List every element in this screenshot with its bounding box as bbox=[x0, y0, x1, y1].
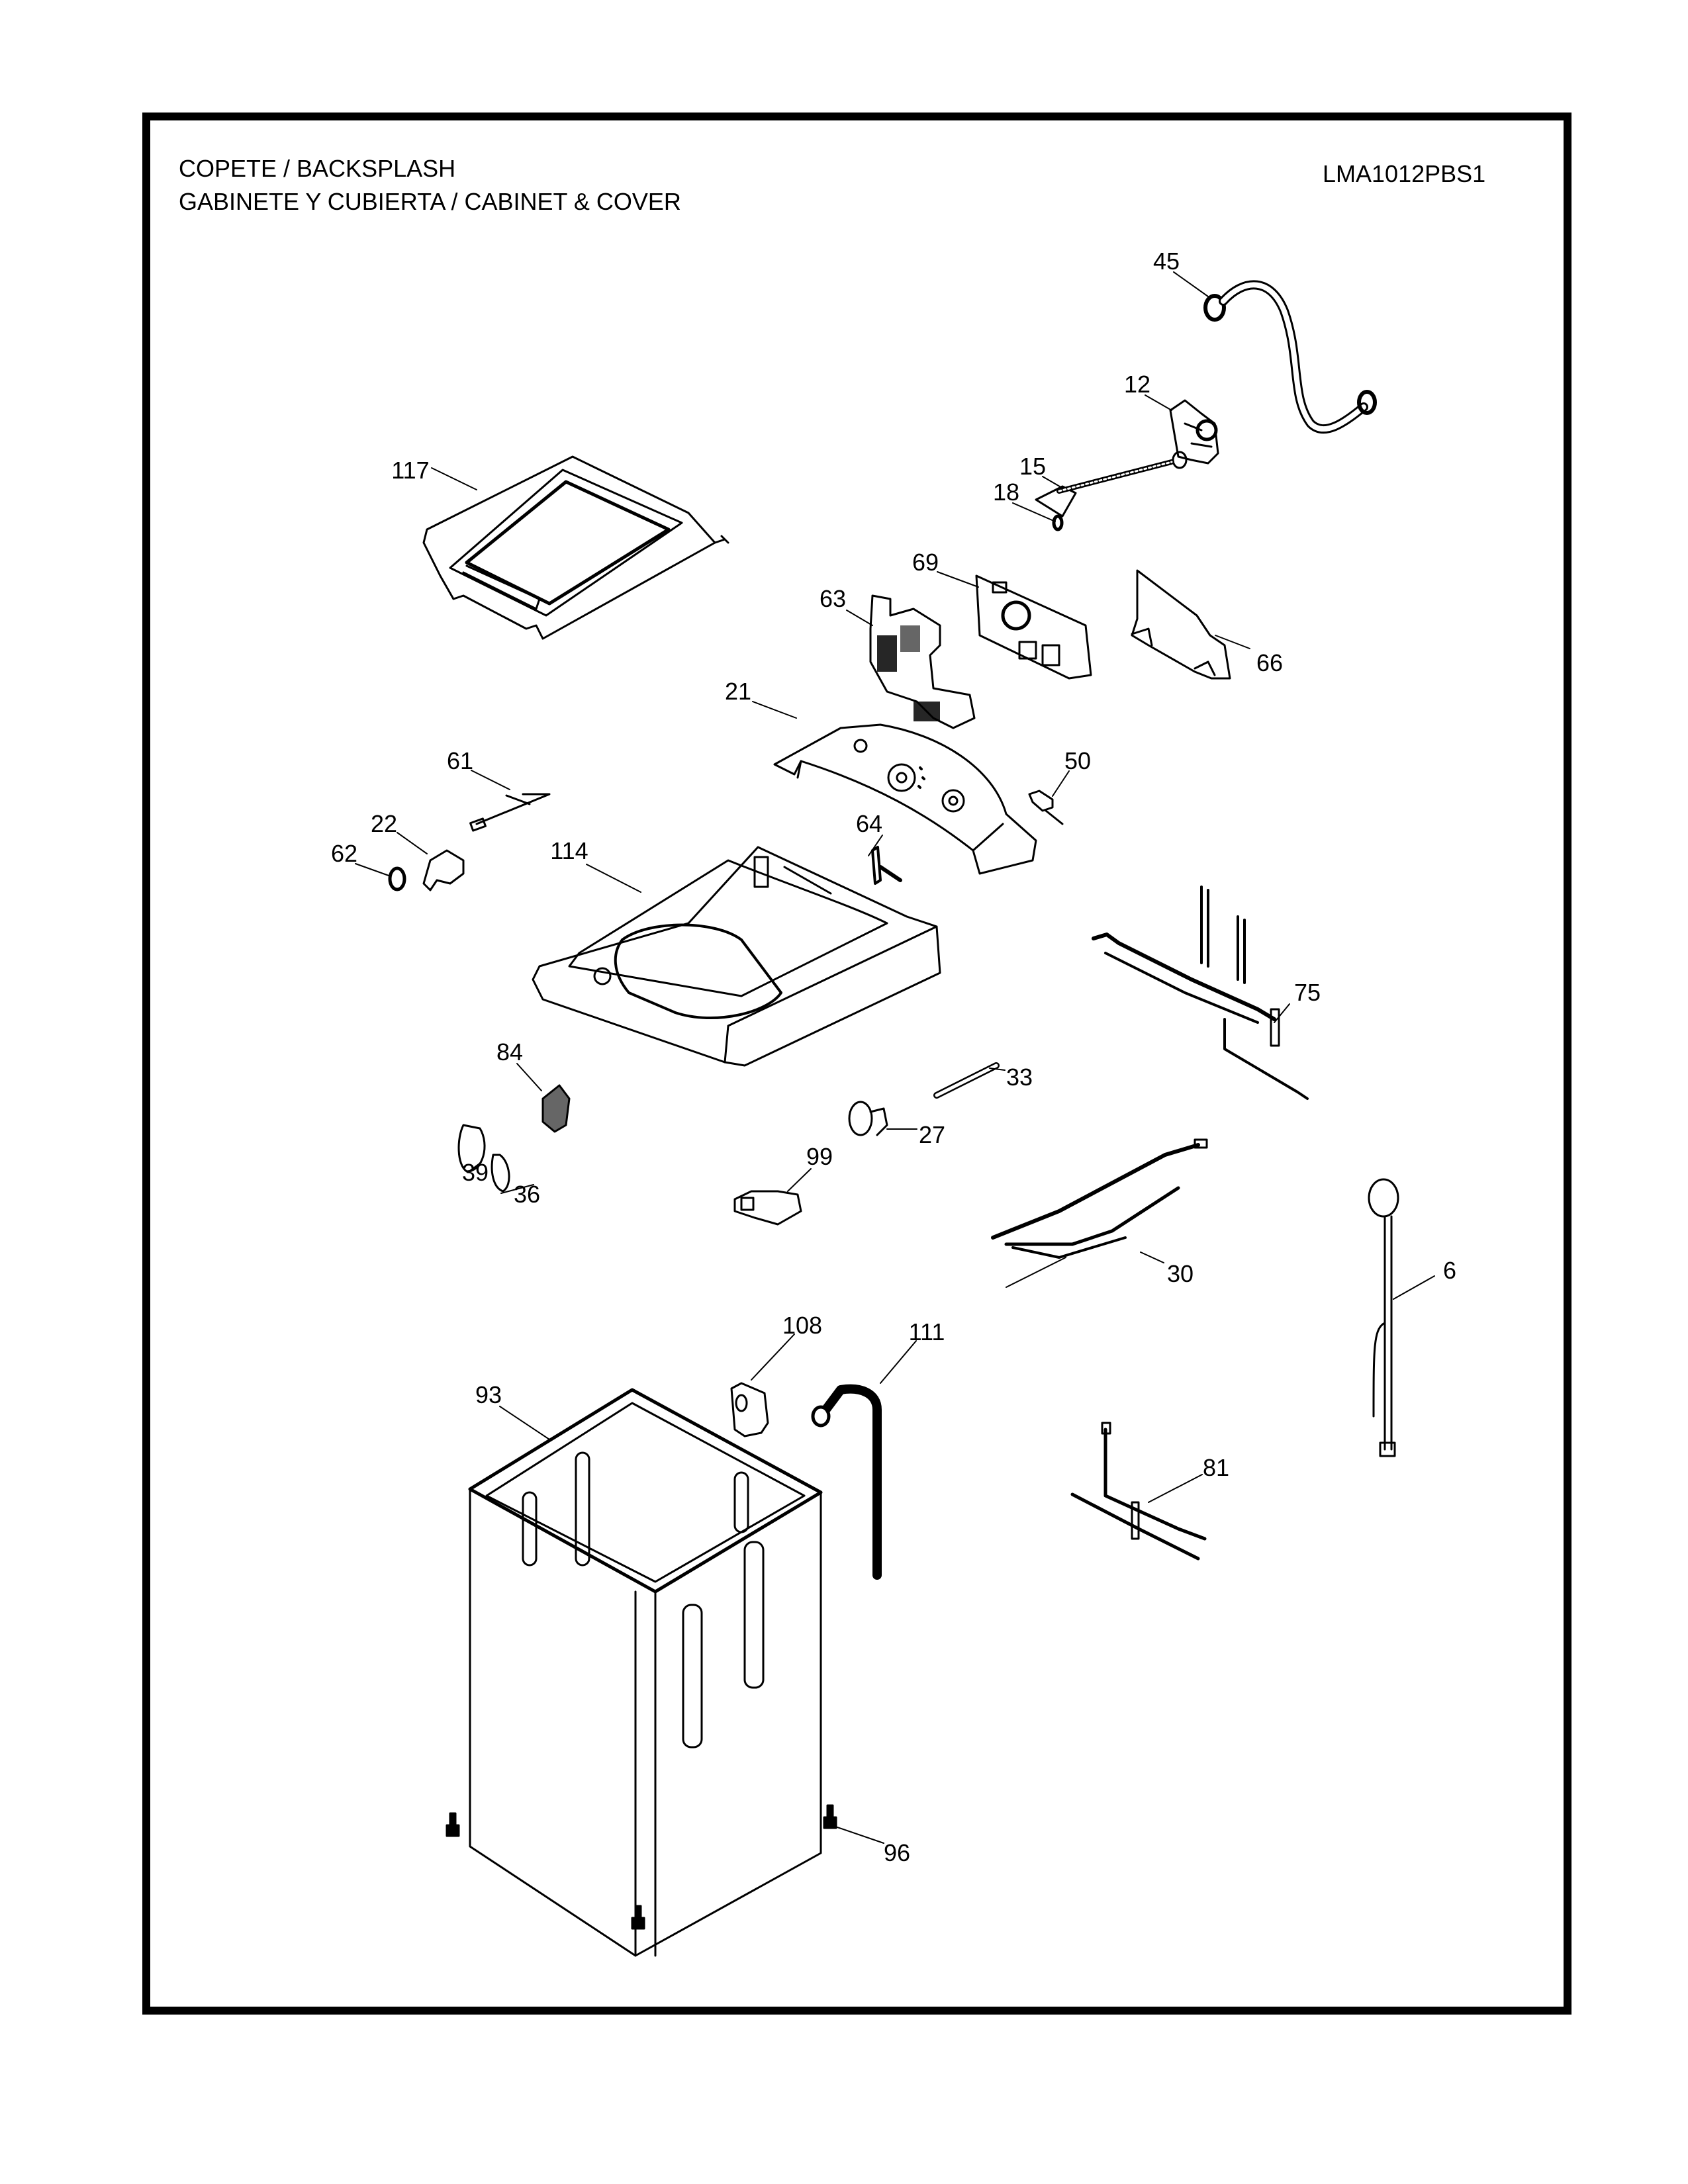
callout-22: 22 bbox=[370, 810, 398, 837]
bumper-drawing bbox=[388, 866, 406, 891]
section-title-backsplash: COPETE / BACKSPLASH bbox=[179, 155, 456, 182]
drain-hose-drawing bbox=[811, 1384, 882, 1580]
lower-harness-drawing bbox=[1070, 1422, 1207, 1561]
leader-lines bbox=[355, 271, 1435, 1844]
small-harness-drawing bbox=[469, 793, 551, 832]
callout-69: 69 bbox=[912, 549, 939, 576]
pressure-tube-drawing bbox=[933, 1062, 1000, 1099]
callout-6: 6 bbox=[1442, 1257, 1457, 1284]
leveling-legs-drawing bbox=[445, 1804, 837, 1930]
callout-33: 33 bbox=[1006, 1064, 1033, 1091]
upper-harness-drawing bbox=[1092, 886, 1309, 1100]
callout-39: 39 bbox=[461, 1159, 489, 1186]
pressure-hose-drawing bbox=[1035, 459, 1174, 531]
cabinet-drawing bbox=[468, 1388, 823, 1957]
inlet-hose-drawing bbox=[1203, 280, 1377, 434]
board-bracket-drawing bbox=[1131, 569, 1231, 680]
callout-93: 93 bbox=[475, 1381, 502, 1408]
water-inlet-valve-drawing bbox=[1169, 399, 1219, 469]
callout-81: 81 bbox=[1202, 1454, 1230, 1481]
callout-62: 62 bbox=[330, 840, 358, 867]
callout-21: 21 bbox=[724, 678, 752, 705]
callout-50: 50 bbox=[1064, 747, 1092, 774]
hose-bracket-drawing bbox=[730, 1382, 769, 1437]
lid-drawing bbox=[422, 455, 729, 640]
main-harness-drawing bbox=[991, 1138, 1208, 1288]
callout-30: 30 bbox=[1166, 1260, 1194, 1287]
callout-84: 84 bbox=[496, 1038, 524, 1066]
callout-45: 45 bbox=[1152, 248, 1180, 275]
callout-66: 66 bbox=[1256, 649, 1284, 676]
callout-99: 99 bbox=[806, 1143, 833, 1170]
callout-114: 114 bbox=[550, 837, 588, 864]
lid-switch-drawing bbox=[422, 849, 465, 891]
control-module-drawing bbox=[869, 594, 976, 729]
callout-75: 75 bbox=[1293, 979, 1321, 1006]
lid-lock-drawing bbox=[733, 1190, 802, 1226]
knob-large-drawing bbox=[457, 1124, 486, 1173]
power-cord-drawing bbox=[1368, 1178, 1399, 1457]
backsplash-panel-drawing bbox=[773, 723, 1037, 875]
callout-18: 18 bbox=[992, 478, 1020, 506]
callout-108: 108 bbox=[782, 1312, 823, 1339]
control-board-drawing bbox=[975, 574, 1092, 680]
knob-small-drawing bbox=[491, 1154, 510, 1193]
selector-switch-drawing bbox=[541, 1084, 571, 1133]
callout-64: 64 bbox=[855, 810, 883, 837]
callout-15: 15 bbox=[1019, 453, 1047, 480]
callout-96: 96 bbox=[883, 1839, 911, 1866]
callout-12: 12 bbox=[1123, 371, 1151, 398]
callout-63: 63 bbox=[819, 585, 847, 612]
pressure-switch-drawing bbox=[848, 1101, 888, 1136]
model-number: LMA1012PBS1 bbox=[1323, 160, 1486, 187]
top-cover-drawing bbox=[532, 846, 941, 1067]
drawing-frame bbox=[142, 113, 1571, 2015]
led-board-drawing bbox=[871, 846, 902, 885]
callout-117: 117 bbox=[391, 457, 430, 484]
callout-36: 36 bbox=[513, 1181, 541, 1208]
section-title-cabinet-cover: GABINETE Y CUBIERTA / CABINET & COVER bbox=[179, 188, 681, 215]
callout-61: 61 bbox=[446, 747, 474, 774]
callout-27: 27 bbox=[918, 1121, 946, 1148]
switch-drawing bbox=[1028, 790, 1064, 825]
callout-111: 111 bbox=[908, 1318, 945, 1345]
